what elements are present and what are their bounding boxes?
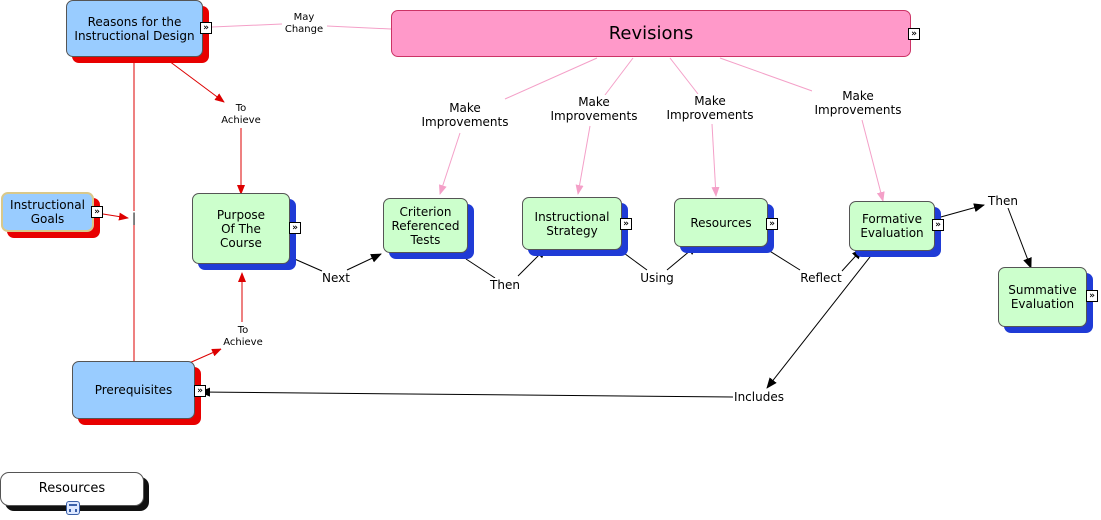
node-criterion-label: Criterion Referenced Tests: [391, 204, 460, 247]
label-then-1: Then: [490, 278, 520, 292]
label-to-achieve-bottom: To Achieve: [221, 325, 265, 349]
node-formative-label: Formative Evaluation: [860, 212, 924, 240]
label-reflect: Reflect: [800, 271, 842, 285]
label-using: Using: [640, 271, 674, 285]
node-resources[interactable]: Resources: [674, 198, 768, 247]
label-make-improvements-1: Make Improvements: [419, 101, 511, 129]
label-includes: Includes: [734, 390, 784, 404]
revisions-expand-icon[interactable]: »: [908, 28, 920, 40]
label-make-improvements-2: Make Improvements: [548, 95, 640, 123]
link-prereq-toachieve: [186, 348, 222, 365]
node-prerequisites[interactable]: Prerequisites: [72, 361, 195, 419]
link-reasons-toachieve: [164, 57, 225, 103]
node-revisions[interactable]: Revisions: [391, 10, 911, 57]
node-formative[interactable]: Formative Evaluation: [849, 201, 935, 251]
node-strategy-label: Instructional Strategy: [534, 209, 610, 238]
node-strategy[interactable]: Instructional Strategy: [522, 197, 622, 250]
label-make-improvements-3: Make Improvements: [664, 94, 756, 122]
node-prerequisites-label: Prerequisites: [94, 383, 173, 397]
link-reasons-maychange: [211, 23, 283, 28]
summative-expand-icon[interactable]: »: [1086, 290, 1098, 302]
purpose-expand-icon[interactable]: »: [289, 222, 301, 234]
label-make-improvements-4: Make Improvements: [812, 89, 904, 117]
label-to-achieve-top: To Achieve: [219, 103, 263, 127]
prerequisites-expand-icon[interactable]: »: [194, 385, 206, 397]
node-criterion[interactable]: Criterion Referenced Tests: [383, 198, 468, 253]
node-resources-legend-label: Resources: [38, 481, 106, 496]
node-resources-label: Resources: [690, 215, 752, 230]
node-revisions-label: Revisions: [608, 22, 694, 44]
node-summative[interactable]: Summative Evaluation: [998, 267, 1087, 327]
goals-expand-icon[interactable]: »: [91, 206, 103, 218]
node-reasons[interactable]: Reasons for the Instructional Design: [66, 0, 203, 57]
label-may-change: May Change: [284, 12, 324, 36]
label-then-2: Then: [988, 194, 1018, 208]
node-summative-label: Summative Evaluation: [1008, 283, 1077, 311]
hierarchy-tree-icon[interactable]: [66, 501, 80, 515]
strategy-expand-icon[interactable]: »: [620, 218, 632, 230]
node-instructional-goals-label: Instructional Goals: [10, 198, 85, 226]
node-resources-legend[interactable]: Resources: [0, 472, 144, 506]
node-reasons-label: Reasons for the Instructional Design: [74, 14, 195, 43]
formative-expand-icon[interactable]: »: [932, 219, 944, 231]
node-purpose[interactable]: Purpose Of The Course: [192, 193, 290, 264]
link-goals-junction: [102, 212, 129, 221]
resources-expand-icon[interactable]: »: [766, 218, 778, 230]
label-junction: |: [131, 211, 137, 225]
reasons-expand-icon[interactable]: »: [200, 22, 212, 34]
node-instructional-goals[interactable]: Instructional Goals: [1, 192, 94, 232]
link-maychange-revisions: [326, 25, 392, 30]
node-purpose-label: Purpose Of The Course: [216, 207, 266, 250]
label-next: Next: [322, 271, 350, 285]
